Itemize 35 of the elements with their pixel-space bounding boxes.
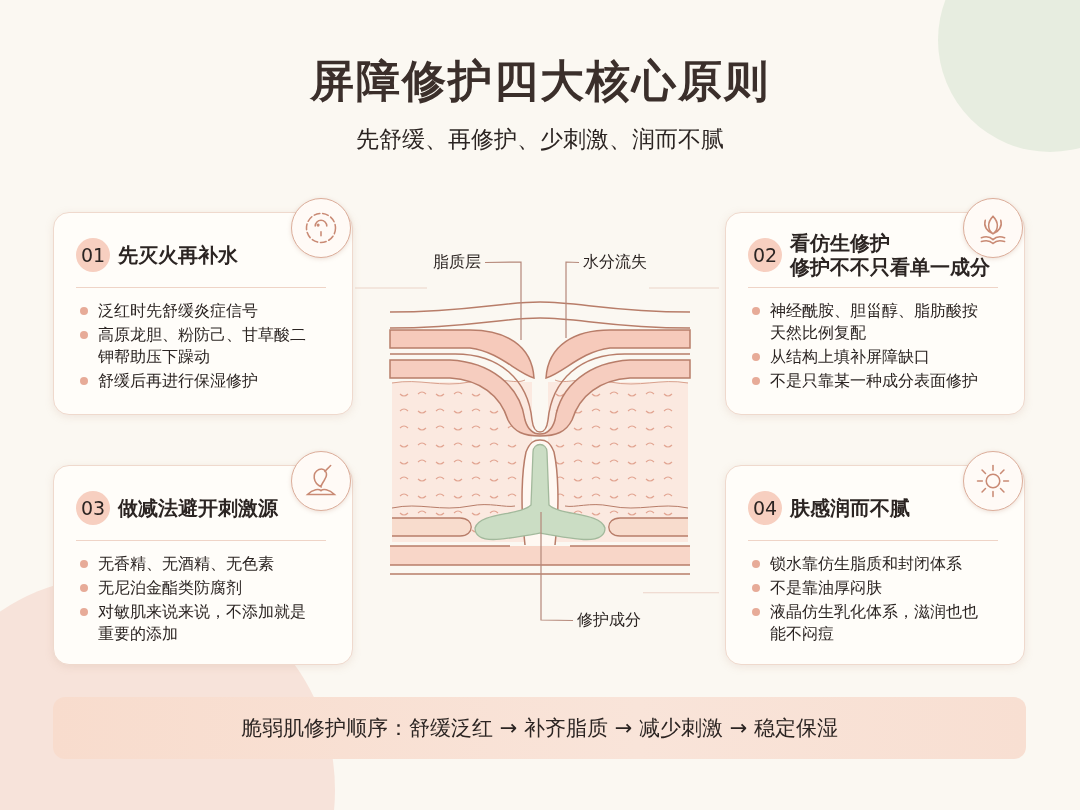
- diagram-label: 修护成分: [577, 610, 641, 631]
- step-number: 02: [748, 238, 782, 272]
- card-heading: 肤感润而不腻: [790, 496, 911, 520]
- bullet-item: 无尼泊金酯类防腐剂: [76, 577, 312, 599]
- bullet-item: 泛红时先舒缓炎症信号: [76, 300, 312, 322]
- info-card: [53, 465, 353, 665]
- diagram-label: 水分流失: [583, 252, 647, 273]
- bullet-item: 从结构上填补屏障缺口: [748, 346, 984, 368]
- info-card: [53, 212, 353, 415]
- step-number: 01: [76, 238, 110, 272]
- bullet-item: 高原龙胆、粉防己、甘草酸二钾帮助压下躁动: [76, 324, 312, 368]
- leader-line: [540, 511, 574, 622]
- diagram-label: 脂质层: [433, 252, 481, 273]
- bullet-item: 不是只靠某一种成分表面修护: [748, 370, 984, 392]
- card-heading: 做减法避开刺激源: [118, 496, 279, 520]
- leader-line: [565, 261, 580, 339]
- bullet-item: 神经酰胺、胆甾醇、脂肪酸按天然比例复配: [748, 300, 984, 344]
- info-card: [725, 212, 1025, 415]
- card-subheading: 修护不不只看单一成分: [790, 255, 991, 279]
- card-heading: 看仿生修护: [790, 231, 891, 255]
- step-number: 03: [76, 491, 110, 525]
- title: 屏障修护四大核心原则: [309, 54, 771, 108]
- banner-text: 脆弱肌修护顺序：舒缓泛红 → 补齐脂质 → 减少刺激 → 稳定保湿: [241, 715, 838, 742]
- card-heading: 先灭火再补水: [118, 243, 239, 267]
- leader-line: [484, 261, 522, 341]
- bullet-item: 舒缓后再进行保湿修护: [76, 370, 312, 392]
- bullet-item: 液晶仿生乳化体系，滋润也也能不闷痘: [748, 601, 984, 645]
- info-card: [725, 465, 1025, 665]
- bullet-item: 对敏肌来说来说，不添加就是重要的添加: [76, 601, 312, 645]
- bullet-item: 不是靠油厚闷肤: [748, 577, 984, 599]
- step-number: 04: [748, 491, 782, 525]
- summary-banner: [53, 697, 1026, 759]
- subtitle: 先舒缓、再修护、少刺激、润而不腻: [355, 125, 725, 154]
- bullet-item: 无香精、无酒精、无色素: [76, 553, 312, 575]
- bullet-item: 锁水靠仿生脂质和封闭体系: [748, 553, 984, 575]
